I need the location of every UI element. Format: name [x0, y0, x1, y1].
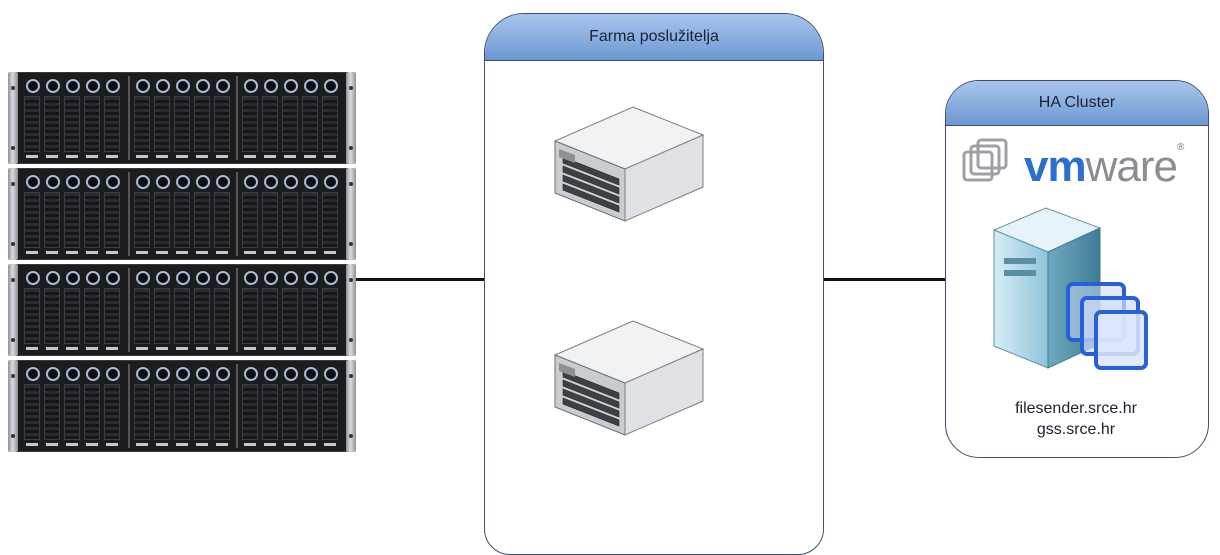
disk-drive-icon: [152, 268, 172, 352]
link-storage-to-farm: [356, 278, 484, 281]
disk-drive-icon: [22, 76, 42, 160]
ha-cluster-pool: HA Cluster: [945, 80, 1209, 458]
disk-array-icon: [8, 72, 356, 452]
server-farm-pool: Farma poslužitelja: [484, 13, 824, 555]
disk-drive-icon: [132, 172, 152, 256]
disk-drive-icon: [212, 172, 232, 256]
disk-drive-icon: [192, 268, 212, 352]
disk-shelf: [8, 360, 356, 452]
disk-drive-icon: [320, 76, 340, 160]
disk-drive-icon: [82, 364, 102, 448]
disk-drive-icon: [152, 172, 172, 256]
server-farm-title: Farma poslužitelja: [485, 14, 823, 61]
disk-drive-icon: [132, 76, 152, 160]
rack-server-icon: [553, 320, 705, 436]
disk-drive-icon: [42, 76, 62, 160]
disk-drive-icon: [212, 364, 232, 448]
disk-drive-icon: [132, 364, 152, 448]
disk-drive-icon: [42, 268, 62, 352]
disk-drive-icon: [280, 268, 300, 352]
shelf-ear: [8, 72, 18, 164]
disk-drive-icon: [102, 268, 122, 352]
disk-drive-icon: [260, 172, 280, 256]
disk-drive-icon: [102, 76, 122, 160]
disk-drive-icon: [22, 364, 42, 448]
shelf-ear: [346, 72, 356, 164]
hostname-gss: gss.srce.hr: [1036, 421, 1116, 438]
shelf-ear: [346, 264, 356, 356]
virtual-machine-host-icon: [992, 207, 1148, 370]
disk-drive-icon: [192, 364, 212, 448]
disk-drive-icon: [300, 172, 320, 256]
disk-drive-icon: [172, 172, 192, 256]
rack-server-icon: [553, 106, 705, 222]
disk-drive-icon: [62, 172, 82, 256]
vmware-logo-text: vmware®: [1024, 142, 1184, 192]
disk-drive-icon: [82, 172, 102, 256]
disk-drive-icon: [212, 268, 232, 352]
disk-shelf: [8, 72, 356, 164]
disk-drive-icon: [280, 364, 300, 448]
disk-drive-icon: [192, 76, 212, 160]
disk-drive-icon: [280, 76, 300, 160]
disk-drive-icon: [62, 76, 82, 160]
vmware-vm: vm: [1024, 142, 1087, 191]
disk-drive-icon: [240, 268, 260, 352]
disk-drive-icon: [260, 268, 280, 352]
disk-drive-icon: [240, 172, 260, 256]
disk-drive-icon: [240, 364, 260, 448]
disk-drive-icon: [152, 364, 172, 448]
disk-drive-icon: [42, 364, 62, 448]
shelf-ear: [346, 168, 356, 260]
disk-drive-icon: [172, 364, 192, 448]
shelf-ear: [8, 168, 18, 260]
shelf-ear: [8, 360, 18, 452]
disk-drive-icon: [260, 76, 280, 160]
link-farm-to-cluster: [822, 278, 945, 281]
ha-cluster-title: HA Cluster: [946, 81, 1208, 126]
disk-drive-icon: [42, 172, 62, 256]
vmware-ware: ware: [1085, 142, 1178, 191]
disk-drive-icon: [22, 172, 42, 256]
disk-drive-icon: [320, 268, 340, 352]
disk-drive-icon: [320, 172, 340, 256]
disk-drive-icon: [172, 268, 192, 352]
disk-drive-icon: [62, 268, 82, 352]
disk-drive-icon: [62, 364, 82, 448]
disk-drive-icon: [300, 364, 320, 448]
vmware-mark: ®: [1176, 142, 1184, 153]
disk-drive-icon: [320, 364, 340, 448]
disk-drive-icon: [212, 76, 232, 160]
shelf-ear: [8, 264, 18, 356]
hostname-filesender: filesender.srce.hr: [1015, 400, 1137, 417]
disk-drive-icon: [172, 76, 192, 160]
disk-drive-icon: [82, 268, 102, 352]
disk-shelf: [8, 264, 356, 356]
disk-shelf: [8, 168, 356, 260]
vmware-squares-icon: [962, 138, 1008, 182]
disk-drive-icon: [300, 268, 320, 352]
disk-drive-icon: [102, 364, 122, 448]
disk-drive-icon: [192, 172, 212, 256]
disk-drive-icon: [132, 268, 152, 352]
disk-drive-icon: [300, 76, 320, 160]
disk-drive-icon: [240, 76, 260, 160]
disk-drive-icon: [82, 76, 102, 160]
disk-drive-icon: [152, 76, 172, 160]
disk-drive-icon: [260, 364, 280, 448]
disk-drive-icon: [22, 268, 42, 352]
disk-drive-icon: [280, 172, 300, 256]
shelf-ear: [346, 360, 356, 452]
disk-drive-icon: [102, 172, 122, 256]
